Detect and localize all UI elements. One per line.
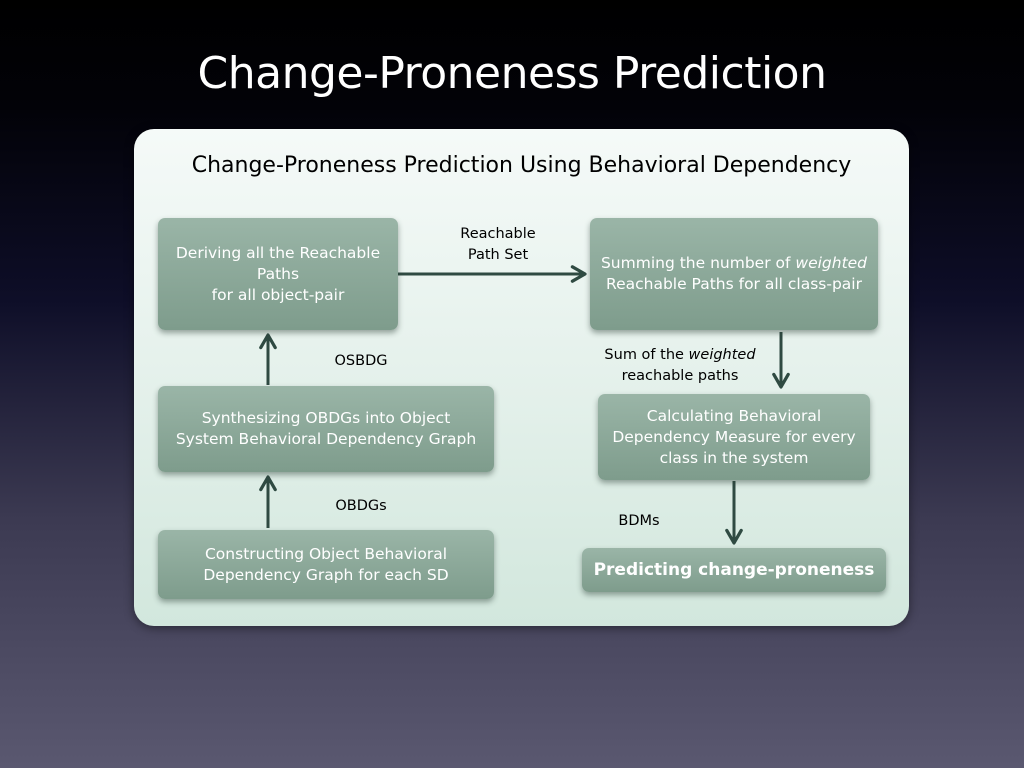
- calculating-line-3: class in the system: [659, 448, 809, 467]
- sum-weighted-line-1-prefix: Sum of the: [604, 347, 689, 363]
- slide-title: Change-Proneness Prediction: [197, 48, 827, 99]
- deriving-line-1: Deriving all the Reachable: [175, 243, 381, 262]
- predicting-label: Predicting change-proneness: [593, 559, 875, 580]
- synthesizing-obdgs-box: Synthesizing OBDGs into Object System Be…: [158, 386, 494, 472]
- synthesizing-line-2: System Behavioral Dependency Graph: [175, 430, 477, 448]
- constructing-obdg-box: Constructing Object Behavioral Dependenc…: [158, 530, 494, 599]
- calculating-line-1: Calculating Behavioral: [646, 406, 822, 425]
- sum-weighted-line-2: reachable paths: [621, 368, 739, 384]
- reachable-path-set-line-2: Path Set: [467, 247, 529, 263]
- reachable-path-set-label: Reachable Path Set: [438, 224, 558, 266]
- deriving-reachable-paths-box: Deriving all the Reachable Paths for all…: [158, 218, 398, 330]
- summing-line-2: Reachable Paths for all class-pair: [606, 275, 862, 293]
- sum-weighted-line-1-emphasis: weighted: [688, 347, 756, 363]
- summing-line-1: Summing the number of weighted: [601, 253, 867, 274]
- summing-line-1-emphasis: weighted: [795, 254, 868, 272]
- synthesizing-line-1: Synthesizing OBDGs into Object: [201, 409, 451, 427]
- summing-weighted-paths-box: Summing the number of weighted Reachable…: [590, 218, 878, 330]
- calculating-bdm-box: Calculating Behavioral Dependency Measur…: [598, 394, 870, 480]
- obdgs-label: OBDGs: [335, 498, 387, 514]
- constructing-line-1: Constructing Object Behavioral: [204, 544, 447, 563]
- bdms-label: BDMs: [618, 513, 660, 529]
- sum-weighted-line-1: Sum of the weighted: [590, 345, 770, 366]
- diagram-title: Change-Proneness Prediction Using Behavi…: [191, 153, 852, 178]
- constructing-line-2: Dependency Graph for each SD: [203, 565, 449, 584]
- osbdg-label: OSBDG: [334, 353, 388, 369]
- deriving-line-3: for all object-pair: [211, 285, 345, 304]
- flow-arrows: [259, 265, 790, 545]
- reachable-path-set-line-1: Reachable: [460, 226, 536, 242]
- sum-weighted-paths-label: Sum of the weighted reachable paths: [590, 345, 770, 387]
- diagram-panel: Change-Proneness Prediction Using Behavi…: [134, 129, 909, 626]
- deriving-line-2: Paths: [256, 264, 300, 283]
- calculating-line-2: Dependency Measure for every: [612, 427, 856, 446]
- predicting-change-proneness-box: Predicting change-proneness: [582, 548, 886, 592]
- summing-line-1-prefix: Summing the number of: [600, 254, 796, 272]
